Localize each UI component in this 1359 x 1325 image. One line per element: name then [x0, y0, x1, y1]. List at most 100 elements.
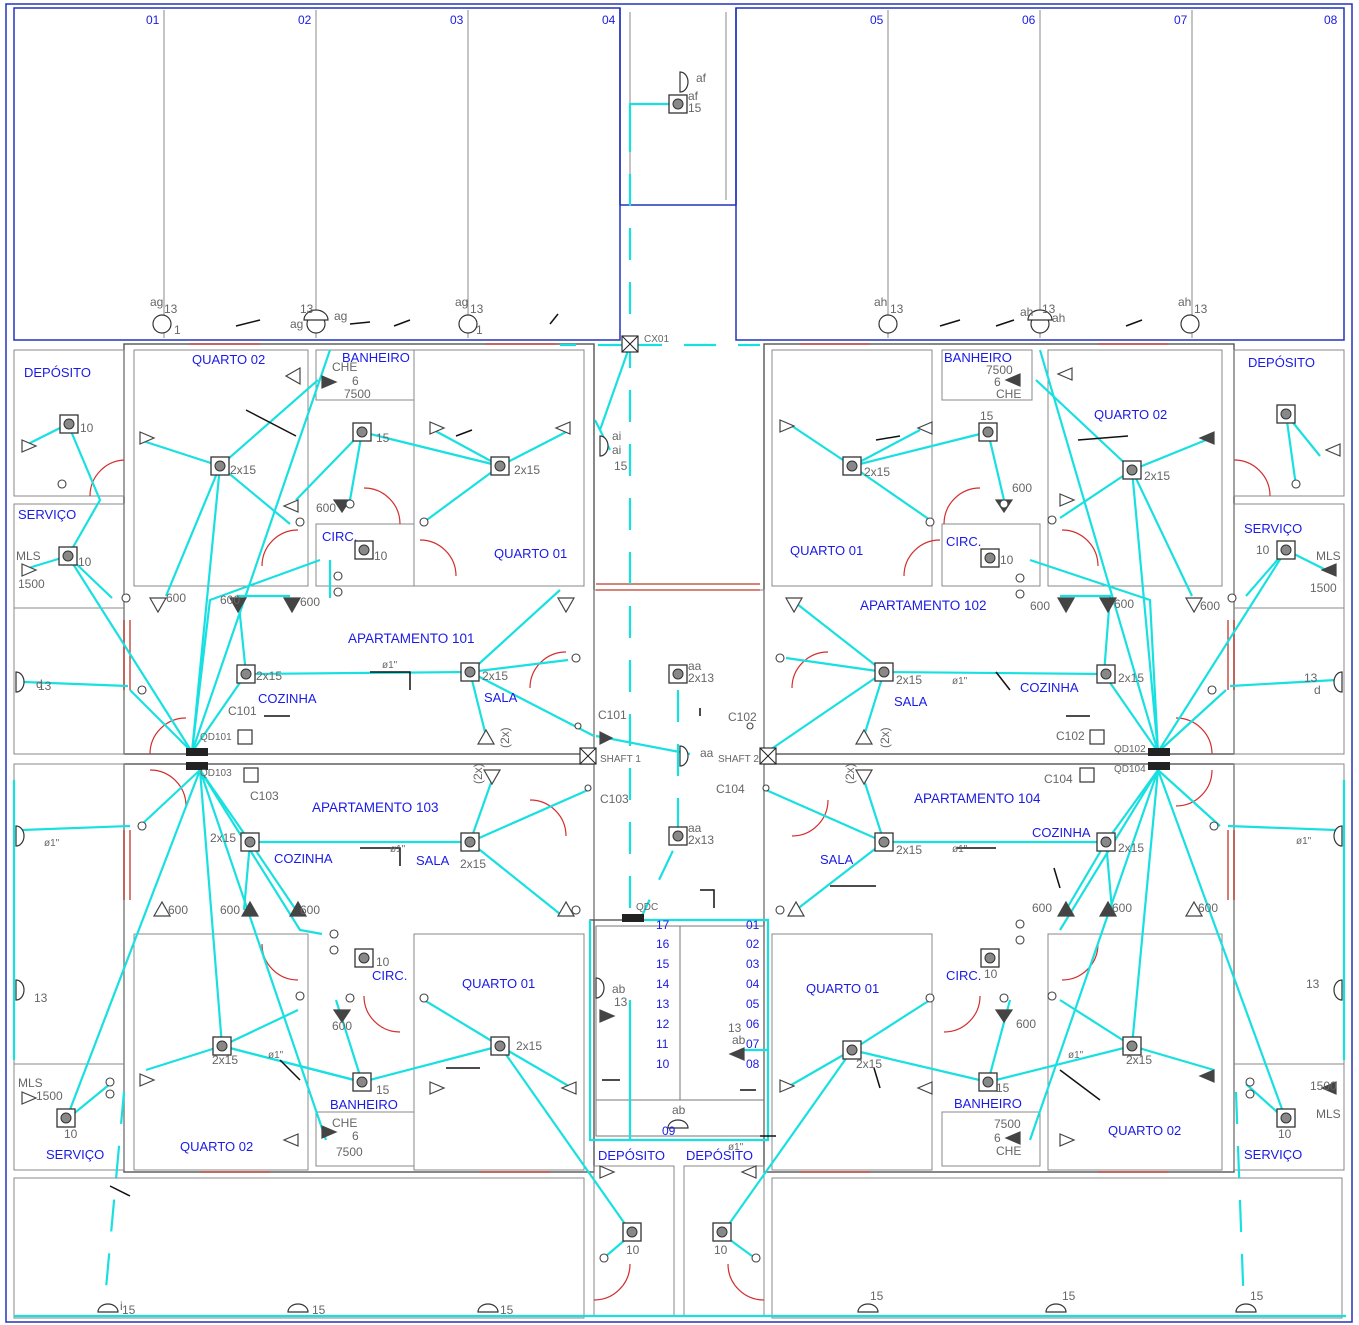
outlet-icon — [21, 1091, 38, 1105]
lamp-wattage: 10 — [64, 1127, 78, 1141]
washer-power: 1500 — [1310, 581, 1337, 595]
lamp-icon — [236, 664, 256, 684]
outlet-icon — [148, 597, 168, 614]
room-label: COZINHA — [274, 851, 333, 866]
lamp-wattage: 2x15 — [210, 831, 236, 845]
parking-number: 04 — [602, 13, 616, 27]
stair-step-number: 11 — [656, 1037, 669, 1051]
outlet-power: 600 — [220, 593, 240, 607]
lamp-wattage: 2x15 — [256, 669, 282, 683]
switch-icon — [1047, 515, 1057, 525]
wall-light-icon — [857, 1303, 879, 1313]
outlet-icon — [482, 769, 502, 786]
wall-light-icon — [287, 1303, 309, 1313]
circuit-number: 13 — [1304, 671, 1318, 685]
lamp-wattage: 2x15 — [864, 465, 890, 479]
parking-numbers: 01 02 03 04 05 06 07 08 — [146, 13, 1338, 27]
outlet-icon — [476, 728, 496, 745]
outlet-icon — [916, 1081, 933, 1095]
condenser-label: C104 — [1044, 772, 1073, 786]
switch-icon — [1227, 593, 1237, 603]
room-label: QUARTO 01 — [806, 981, 879, 996]
outlet-icon — [728, 1047, 745, 1061]
panel-board-icon — [1148, 748, 1170, 756]
condenser-label: C104 — [716, 782, 745, 796]
lamp-icon — [1096, 832, 1116, 852]
stair-step-number: 14 — [656, 977, 670, 991]
conduit-size: ø1" — [952, 844, 968, 855]
lamp-wattage: 2x15 — [1144, 469, 1170, 483]
outlets — [21, 366, 1341, 1179]
lamp-wattage: 2x15 — [514, 463, 540, 477]
outlet-power: 600 — [1198, 901, 1218, 915]
lamp-icon — [712, 1222, 732, 1242]
outlet-icon — [152, 900, 172, 917]
wall-light-icon — [477, 1303, 499, 1313]
lamp-wattage: 15 — [376, 1083, 390, 1097]
heater-power: 7500 — [336, 1145, 363, 1159]
lamp-wattage: 10 — [374, 549, 388, 563]
doubled-note: (2x) — [498, 727, 512, 748]
circuit-number: 15 — [312, 1303, 326, 1317]
condenser-box-icon — [1089, 729, 1105, 745]
room-label: DEPÓSITO — [1248, 355, 1315, 370]
parking-number: 02 — [298, 13, 312, 27]
lamp-icon — [874, 832, 894, 852]
parking-number: 01 — [146, 13, 160, 27]
circuit-id: ai — [612, 429, 621, 443]
ceiling-light-icon — [152, 314, 172, 334]
circuit-id: d — [1314, 683, 1321, 697]
wall-light-icon — [1027, 309, 1053, 321]
circuit-number: 15 — [1062, 1289, 1076, 1303]
outlet-icon — [1059, 493, 1076, 507]
stair-step-number: 17 — [656, 918, 670, 932]
conduit-size: ø1" — [1068, 1050, 1084, 1061]
room-label: SERVIÇO — [1244, 521, 1302, 536]
outlet-icon — [321, 375, 338, 389]
room-label: QUARTO 01 — [494, 546, 567, 561]
outlet-power: 600 — [220, 903, 240, 917]
condenser-box-icon — [1079, 767, 1095, 783]
washer-power: 1500 — [36, 1089, 63, 1103]
outlet-power: 600 — [1012, 481, 1032, 495]
switch-icon — [1015, 589, 1025, 599]
shaft-box-icon — [579, 747, 597, 765]
room-label: DEPÓSITO — [686, 1148, 753, 1163]
lamp-wattage: 10 — [80, 421, 94, 435]
condenser-label: C103 — [250, 789, 279, 803]
stair-step-number: 16 — [656, 937, 670, 951]
wall-light-icon — [595, 977, 605, 999]
switch-icon — [295, 991, 305, 1001]
panel-board-icon — [622, 914, 644, 922]
junction-label: CX01 — [644, 334, 669, 345]
conduit-size: ø1" — [268, 1050, 284, 1061]
apartment-title: APARTAMENTO 102 — [860, 598, 987, 613]
wall-light-icon — [679, 71, 689, 93]
lamp-icon — [874, 662, 894, 682]
switch-icon — [599, 1253, 609, 1263]
outlet-icon — [556, 900, 576, 917]
circuit-number: 13 — [1306, 977, 1320, 991]
conduit-size: ø1" — [390, 844, 406, 855]
condenser-label: C101 — [228, 704, 257, 718]
switch-icon — [584, 784, 592, 792]
switch-icon — [419, 517, 429, 527]
heater-circuit: 6 — [352, 1129, 359, 1143]
outlet-icon — [288, 900, 308, 917]
shaft-label: SHAFT 2 — [718, 754, 759, 765]
lamp-wattage: 2x15 — [1118, 671, 1144, 685]
wall-light-icon — [97, 1303, 119, 1313]
outlet-power: 600 — [300, 903, 320, 917]
condenser-box-icon — [243, 767, 259, 783]
condenser-label: C102 — [728, 710, 757, 724]
doubled-note: (2x) — [878, 727, 892, 748]
outlet-icon — [139, 431, 156, 445]
conduit-size: ø1" — [382, 660, 398, 671]
lamp-wattage: 10 — [714, 1243, 728, 1257]
circuit-id: ah — [1020, 305, 1033, 319]
circuit-id: ah — [1052, 311, 1065, 325]
parking-number: 08 — [1324, 13, 1338, 27]
circuit-number: 15 — [870, 1289, 884, 1303]
heater-power: 7500 — [344, 387, 371, 401]
